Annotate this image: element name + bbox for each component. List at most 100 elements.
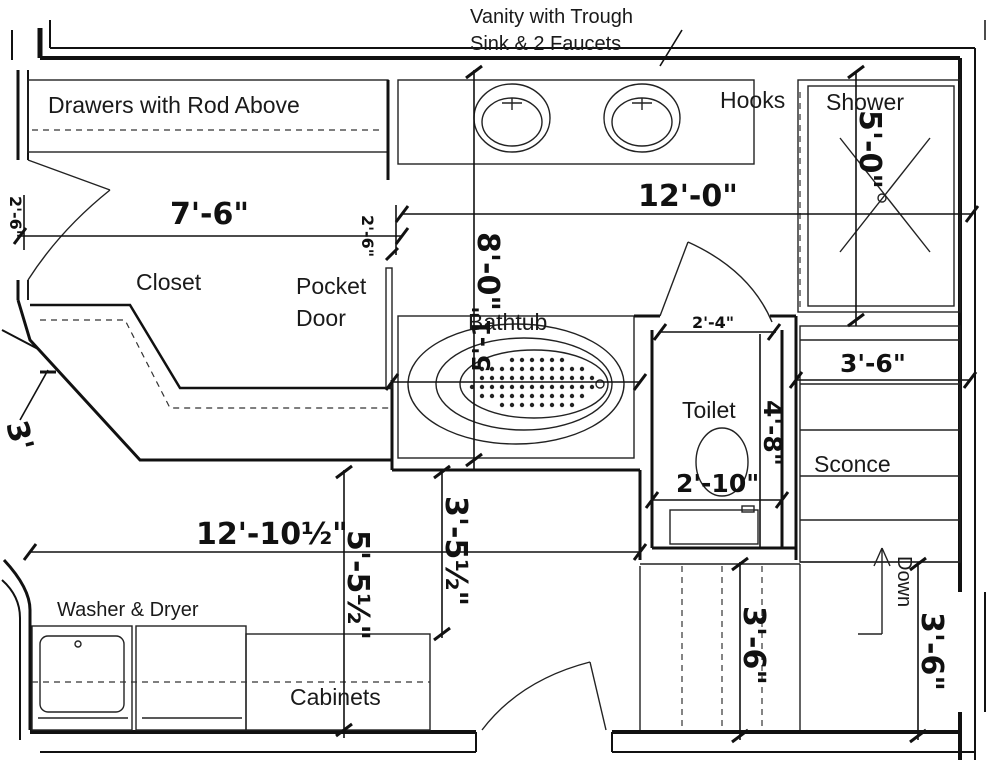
dim-closet-door-right: 2'-6" (358, 215, 377, 257)
tub-jet-dot (569, 366, 575, 372)
dim-stair-lower-b: 3'-6" (914, 612, 949, 691)
tub-jet-dot (499, 393, 505, 399)
tub-jet-dot (569, 402, 575, 408)
tub-jet-dot (519, 357, 525, 363)
closet-built-in (1, 299, 394, 462)
shower-label: Shower (826, 89, 904, 115)
tub-jet-dot (549, 384, 555, 390)
tub-jet-dot (559, 357, 565, 363)
tub-jet-dot (569, 375, 575, 381)
tub-jet-dot (509, 375, 515, 381)
tub-jet-dot (469, 384, 475, 390)
vanity-label-line1: Vanity with Trough (470, 6, 633, 28)
tub-jet-dot (539, 375, 545, 381)
dim-bath-length: 12'-0" (638, 179, 738, 214)
tub-jet-dot (559, 384, 565, 390)
tub-jet-dot (489, 366, 495, 372)
tub-jet-dot (539, 384, 545, 390)
pocket-door-label-1: Pocket (296, 273, 367, 299)
tub-jet-dot (529, 375, 535, 381)
tub-jet-dot (499, 384, 505, 390)
room-labels: Vanity with Trough Sink & 2 Faucets Draw… (48, 6, 915, 710)
dim-toilet-door: 2'-4" (692, 313, 734, 332)
tub-jet-dot (579, 393, 585, 399)
pocket-door (385, 267, 393, 389)
dim-hall-depth-b: 3'-5½" (438, 496, 473, 606)
tub-jet-dot (489, 393, 495, 399)
toilet-label: Toilet (682, 397, 736, 423)
staircase (799, 325, 961, 635)
tub-jet-dot (569, 384, 575, 390)
tub-jet-dot (509, 366, 515, 372)
outer-walls (11, 20, 986, 760)
tub-jet-dot (589, 384, 595, 390)
vanity (397, 79, 755, 165)
dim-angled-wall: 3' (0, 417, 40, 455)
tub-jet-dot (509, 393, 515, 399)
tub-jet-dot (549, 366, 555, 372)
dim-tub-size: 5'-1" (467, 306, 496, 372)
dim-laundry-width: 12'-10½" (196, 517, 348, 552)
closet-label: Closet (136, 269, 202, 295)
tub-jets (469, 357, 595, 408)
laundry-appliances (31, 625, 431, 731)
toilet-room (634, 241, 798, 560)
bathtub (397, 315, 635, 459)
tub-jet-dot (499, 375, 505, 381)
tub-jet-dot (509, 402, 515, 408)
dim-shower-size: 5'-0" (852, 110, 887, 189)
bathtub-label: Bathtub (468, 309, 547, 335)
tub-jet-dot (579, 375, 585, 381)
tub-jet-dot (539, 357, 545, 363)
hooks-label: Hooks (720, 87, 785, 113)
tub-jet-dot (509, 357, 515, 363)
tub-jet-dot (579, 366, 585, 372)
drawers-label: Drawers with Rod Above (48, 92, 300, 118)
tub-jet-dot (529, 384, 535, 390)
tub-jet-dot (529, 366, 535, 372)
laundry-wall (1, 558, 32, 740)
dim-toilet-depth: 4'-8" (758, 400, 787, 466)
tub-jet-dot (499, 402, 505, 408)
tub-jet-dot (519, 393, 525, 399)
washer-dryer-label: Washer & Dryer (57, 599, 199, 621)
shower (797, 79, 961, 313)
dim-stair-lower-a: 3'-6" (736, 606, 771, 685)
tub-jet-dot (509, 384, 515, 390)
tub-jet-dot (489, 384, 495, 390)
sconce-label: Sconce (814, 451, 891, 477)
tub-jet-dot (559, 366, 565, 372)
tub-jet-dot (479, 384, 485, 390)
dimension-lines (12, 64, 980, 744)
tub-jet-dot (579, 384, 585, 390)
tub-jet-dot (549, 402, 555, 408)
dim-closet-width: 7'-6" (170, 197, 249, 232)
tub-jet-dot (569, 393, 575, 399)
tub-jet-dot (539, 393, 545, 399)
cabinets-label: Cabinets (290, 684, 381, 710)
tub-jet-dot (479, 375, 485, 381)
pocket-door-label-2: Door (296, 305, 346, 331)
tub-jet-dot (559, 393, 565, 399)
tub-jet-dot (519, 402, 525, 408)
tub-jet-dot (539, 402, 545, 408)
dim-hall-depth-a: 5'-5½" (340, 530, 375, 640)
hall-door-swing (481, 661, 607, 731)
tub-jet-dot (549, 357, 555, 363)
tub-jet-dot (559, 375, 565, 381)
tub-jet-dot (559, 402, 565, 408)
tub-jet-dot (539, 366, 545, 372)
vanity-label-line2: Sink & 2 Faucets (470, 33, 621, 55)
dim-vanity-depth: 8'-0" (470, 232, 505, 311)
vanity-pointer (659, 29, 683, 67)
tub-jet-dot (529, 357, 535, 363)
dim-closet-door-left: 2'-6" (6, 196, 25, 238)
tub-jet-dot (519, 366, 525, 372)
dim-stair-width-top: 3'-6" (840, 349, 906, 378)
tub-jet-dot (589, 375, 595, 381)
tub-jet-dot (529, 393, 535, 399)
tub-jet-dot (519, 375, 525, 381)
tub-jet-dot (489, 375, 495, 381)
tub-jet-dot (479, 366, 485, 372)
